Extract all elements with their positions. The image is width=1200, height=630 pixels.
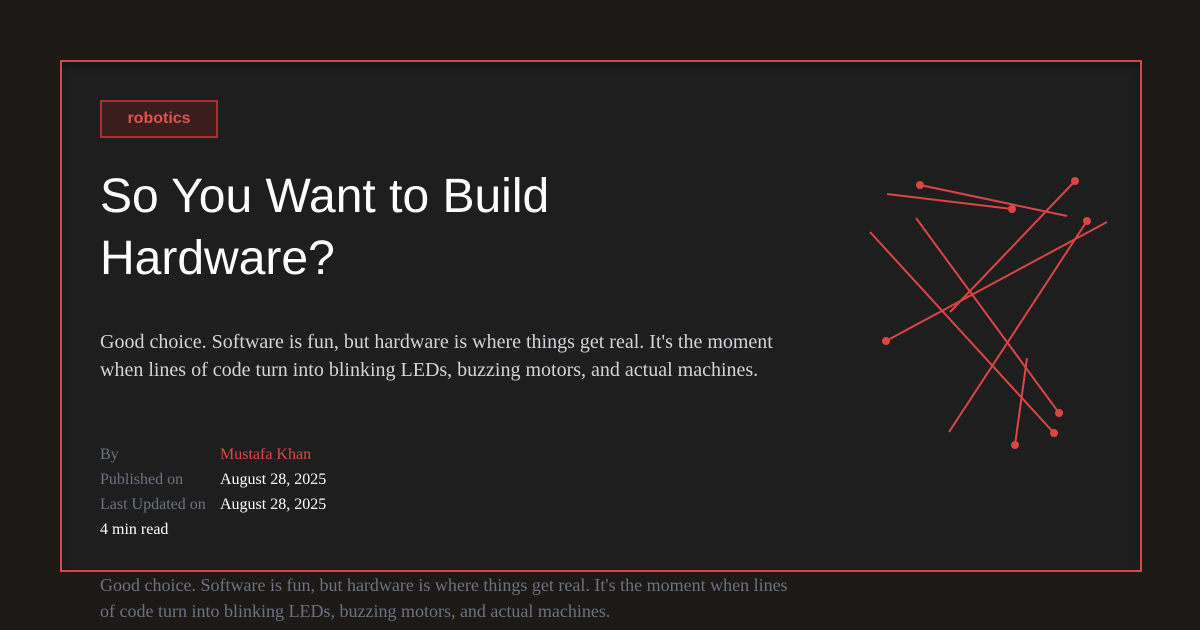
article-description: Good choice. Software is fun, but hardwa… — [100, 331, 773, 381]
art-line — [1014, 357, 1028, 446]
art-line — [885, 221, 1108, 342]
art-dot — [1071, 177, 1079, 185]
updated-date: August 28, 2025 — [220, 496, 327, 513]
art-dot — [916, 181, 924, 189]
article-meta: By Mustafa Khan Published on August 28, … — [100, 442, 326, 542]
article-card[interactable]: robotics So You Want to Build Hardware? … — [60, 60, 1142, 572]
updated-row: Last Updated on August 28, 2025 — [100, 492, 326, 517]
art-dot — [1050, 429, 1058, 437]
description-preview: Good choice. Software is fun, but hardwa… — [100, 575, 788, 621]
published-date: August 28, 2025 — [220, 471, 327, 488]
read-time-row: 4 min read — [100, 517, 326, 542]
published-row: Published on August 28, 2025 — [100, 467, 326, 492]
art-line — [949, 180, 1076, 313]
art-line — [869, 231, 1055, 434]
art-line — [915, 217, 1060, 414]
article-title: So You Want to Build Hardware? — [100, 170, 550, 285]
updated-label: Last Updated on — [100, 496, 206, 513]
decorative-lines-art — [869, 177, 1108, 449]
art-line — [886, 193, 1013, 210]
art-dot — [1055, 409, 1063, 417]
art-dot — [882, 337, 890, 345]
author-row: By Mustafa Khan — [100, 442, 326, 467]
category-tag[interactable]: robotics — [100, 100, 218, 138]
art-line — [948, 220, 1088, 433]
by-label: By — [100, 446, 119, 463]
published-label: Published on — [100, 471, 184, 488]
art-line — [919, 184, 1068, 217]
art-dot — [1083, 217, 1091, 225]
read-time: 4 min read — [100, 521, 169, 538]
art-dot — [1011, 441, 1019, 449]
author-link[interactable]: Mustafa Khan — [220, 446, 312, 463]
art-dot — [1008, 205, 1016, 213]
